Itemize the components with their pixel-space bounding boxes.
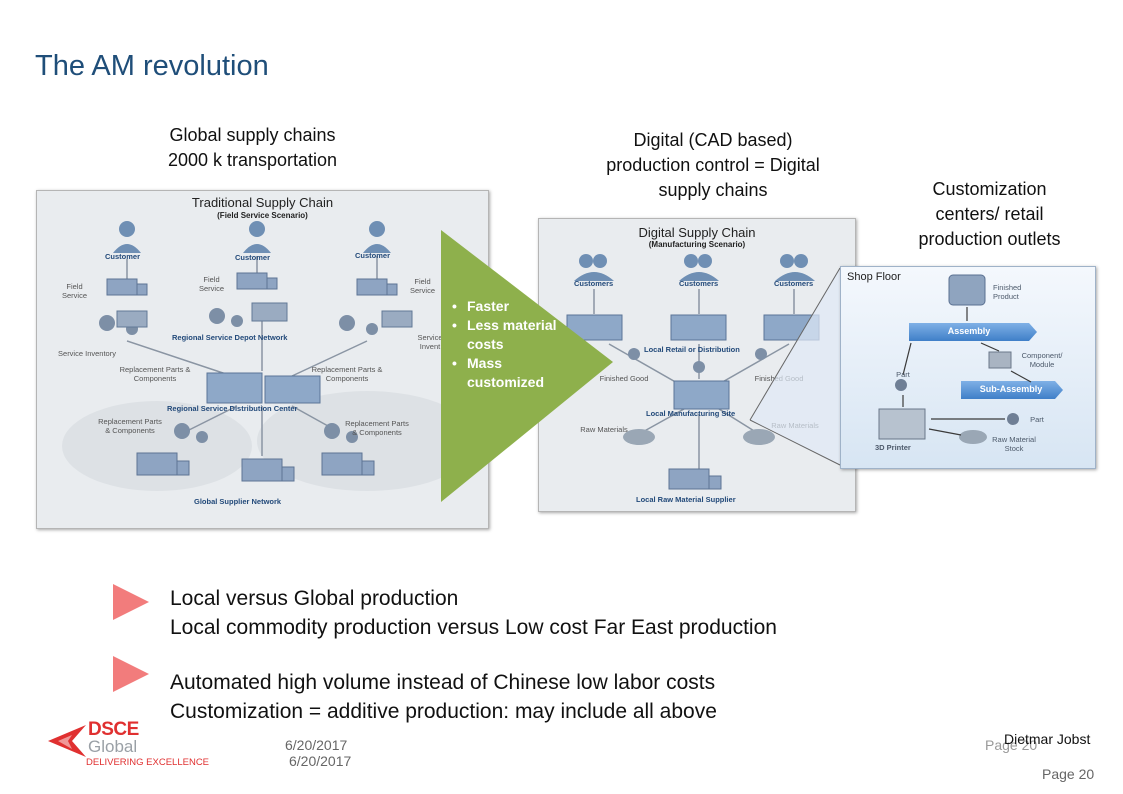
field-service-label-1: Field Service — [61, 282, 87, 300]
component-module-label: Component/ Module — [1021, 351, 1063, 369]
digital-diagram-graphics — [566, 254, 820, 490]
bird-logo-icon — [48, 725, 86, 757]
advantages-list: Faster Less material costs Mass customiz… — [452, 297, 562, 392]
point-1: Local versus Global production Local com… — [170, 584, 777, 642]
advantage-mass-customized: Mass customized — [452, 354, 562, 392]
caption-customization: Customization centers/ retail production… — [918, 179, 1061, 249]
advantage-less-material: Less material costs — [452, 316, 562, 354]
customers-label-3: Customers — [774, 279, 814, 288]
advantage-faster: Faster — [452, 297, 562, 316]
finished-good-label-1: Finished Good — [599, 374, 649, 383]
customer-label-3: Customer — [355, 251, 391, 260]
point-marker-1 — [113, 584, 149, 620]
zoom-connector — [749, 267, 841, 466]
raw-materials-label-1: Raw Materials — [580, 425, 628, 434]
finished-product-label: Finished Product — [993, 283, 1022, 301]
service-inventory-label-cut: Service Invent — [417, 333, 443, 351]
shop-floor-panel: Shop Floor Finished Product Assembly Com… — [840, 266, 1096, 469]
local-manufacturing-label: Local Manufacturing Site — [646, 409, 736, 418]
service-inventory-label: Service Inventory — [58, 349, 116, 358]
traditional-diagram-title: Traditional Supply Chain — [191, 195, 334, 210]
local-retail-label: Local Retail or Distribution — [644, 345, 740, 354]
customers-label-2: Customers — [679, 279, 719, 288]
customer-label-2: Customer — [235, 253, 271, 262]
footer-date-2: 6/20/2017 — [289, 753, 352, 769]
logo-main-text: DSCE — [88, 719, 139, 740]
3d-printer-label: 3D Printer — [875, 443, 911, 452]
shop-floor-graphics — [878, 274, 1063, 444]
raw-material-stock-label: Raw Material Stock — [992, 435, 1036, 453]
digital-diagram-subtitle: (Manufacturing Scenario) — [648, 240, 746, 249]
global-supplier-label: Global Supplier Network — [194, 497, 282, 506]
part-label-2: Part — [1030, 415, 1044, 424]
footer-author: Dietmar Jobst — [1004, 731, 1091, 747]
assembly-label: Assembly — [947, 326, 991, 336]
depot-network-label: Regional Service Depot Network — [172, 333, 288, 342]
slide-title: The AM revolution — [35, 50, 269, 82]
field-service-label-2: Field Service — [198, 275, 224, 293]
replacement-parts-label-4: Replacement Parts & Components — [345, 419, 409, 437]
point-1-line-2: Local commodity production versus Low co… — [170, 616, 777, 639]
footer-page-number: Page 20 — [1042, 766, 1095, 782]
point-2-line-1: Automated high volume instead of Chinese… — [170, 671, 716, 694]
caption-digital-supply: Digital (CAD based) production control =… — [606, 130, 820, 200]
point-1-line-1: Local versus Global production — [170, 587, 459, 610]
point-2: Automated high volume instead of Chinese… — [170, 668, 717, 726]
logo-tagline: DELIVERING EXCELLENCE — [86, 757, 210, 768]
local-raw-supplier-label: Local Raw Material Supplier — [636, 495, 736, 504]
replacement-parts-label-2: Replacement Parts & Components — [311, 365, 383, 383]
sub-assembly-label: Sub-Assembly — [979, 384, 1043, 394]
customers-label-1: Customers — [574, 279, 614, 288]
replacement-parts-label-3: Replacement Parts & Components — [98, 417, 162, 435]
traditional-supply-chain-diagram: Traditional Supply Chain (Field Service … — [36, 190, 489, 529]
footer-page-ghost: Page 20 — [985, 737, 1038, 753]
logo-sub-text: Global — [88, 737, 138, 756]
traditional-diagram-graphics — [62, 221, 477, 491]
point-marker-2 — [113, 656, 149, 692]
digital-diagram-title: Digital Supply Chain — [638, 225, 756, 240]
footer-date-1: 6/20/2017 — [285, 737, 348, 753]
distribution-center-label: Regional Service Distribution Center — [167, 404, 298, 413]
traditional-diagram-subtitle: (Field Service Scenario) — [217, 211, 308, 220]
caption-global-supply: Global supply chains 2000 k transportati… — [167, 125, 338, 170]
shop-floor-title: Shop Floor — [847, 271, 901, 283]
point-2-line-2: Customization = additive production: may… — [170, 700, 717, 723]
replacement-parts-label-1: Replacement Parts & Components — [119, 365, 191, 383]
customer-label-1: Customer — [105, 252, 141, 261]
field-service-label-3: Field Service — [409, 277, 435, 295]
part-label-1: Part — [896, 370, 910, 379]
dsce-global-logo: DSCE Global DELIVERING EXCELLENCE — [46, 719, 210, 771]
